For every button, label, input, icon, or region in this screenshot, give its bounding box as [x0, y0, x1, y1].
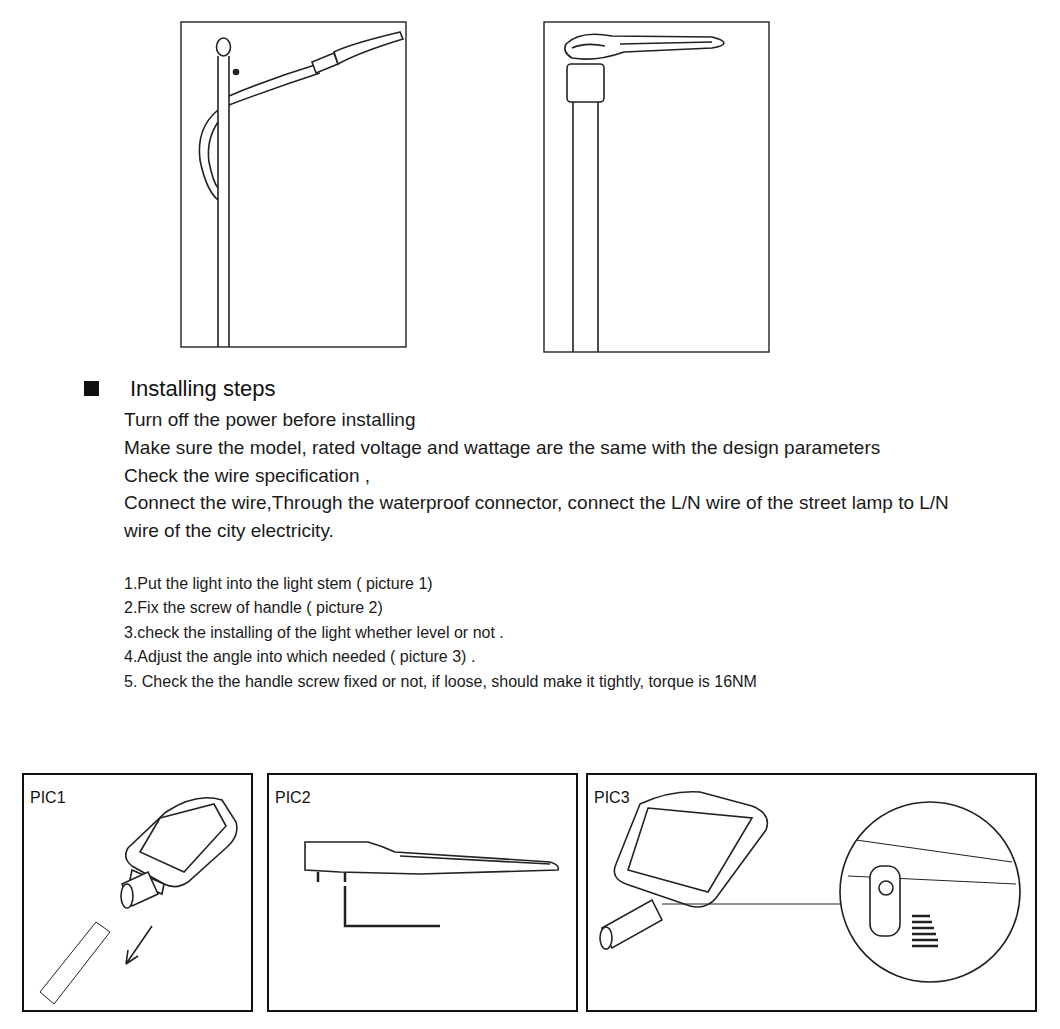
lamp-head [334, 32, 403, 64]
slot-screw [879, 881, 893, 895]
stem-end [121, 884, 133, 908]
zoom-circle [840, 802, 1020, 982]
lamp-arm [229, 64, 320, 105]
instruction-text: Make sure the model, rated voltage and w… [124, 434, 880, 462]
panel-label: PIC2 [269, 775, 311, 807]
pole-figure [199, 32, 403, 347]
connector [567, 64, 604, 102]
screw [318, 872, 345, 882]
instruction-text: Turn off the power before installing [124, 406, 416, 434]
figure-frame [181, 22, 406, 347]
vents [912, 916, 938, 946]
pole [573, 102, 598, 352]
step-text: 1.Put the light into the light stem ( pi… [124, 573, 433, 595]
lamp-housing [126, 798, 237, 887]
lamp-housing [614, 792, 767, 907]
lamp-detail [400, 856, 550, 864]
section-heading: Installing steps [130, 375, 276, 404]
step-text: 3.check the installing of the light whet… [124, 622, 504, 644]
pole-piece [40, 922, 110, 1004]
step-text: 4.Adjust the angle into which needed ( p… [124, 646, 475, 668]
lamp-head [565, 34, 724, 59]
pole-figure [565, 34, 724, 352]
panel-label: PIC3 [588, 775, 630, 807]
panel-label: PIC1 [24, 775, 66, 807]
arrow [126, 926, 152, 964]
bullet [84, 381, 99, 396]
pole [218, 56, 229, 347]
connector [312, 53, 338, 73]
lamp-figure [40, 798, 237, 1004]
instruction-text: Connect the wire,Through the waterproof … [124, 489, 964, 545]
arm-bracket [199, 110, 218, 200]
lamp-side [305, 842, 558, 874]
picture-panel: PIC3 [586, 773, 1037, 1012]
picture-panel: PIC1 [22, 773, 253, 1012]
pole-cap [217, 38, 231, 56]
lamp-figure [600, 792, 1020, 982]
lamp-panel [140, 804, 226, 872]
bolt [234, 70, 239, 75]
key-wrench [345, 886, 440, 926]
slot [870, 866, 900, 936]
instruction-text: Check the wire specification , [124, 462, 370, 490]
step-text: 2.Fix the screw of handle ( picture 2) [124, 597, 383, 619]
picture-panel: PIC2 [267, 773, 578, 1012]
leader-line [662, 903, 842, 904]
stem-end [600, 927, 612, 949]
step-text: 5. Check the the handle screw fixed or n… [124, 671, 757, 693]
lamp-figure [305, 842, 558, 926]
lamp-detail [572, 42, 712, 48]
figure-frame [544, 22, 769, 352]
lamp-panel [628, 808, 752, 892]
